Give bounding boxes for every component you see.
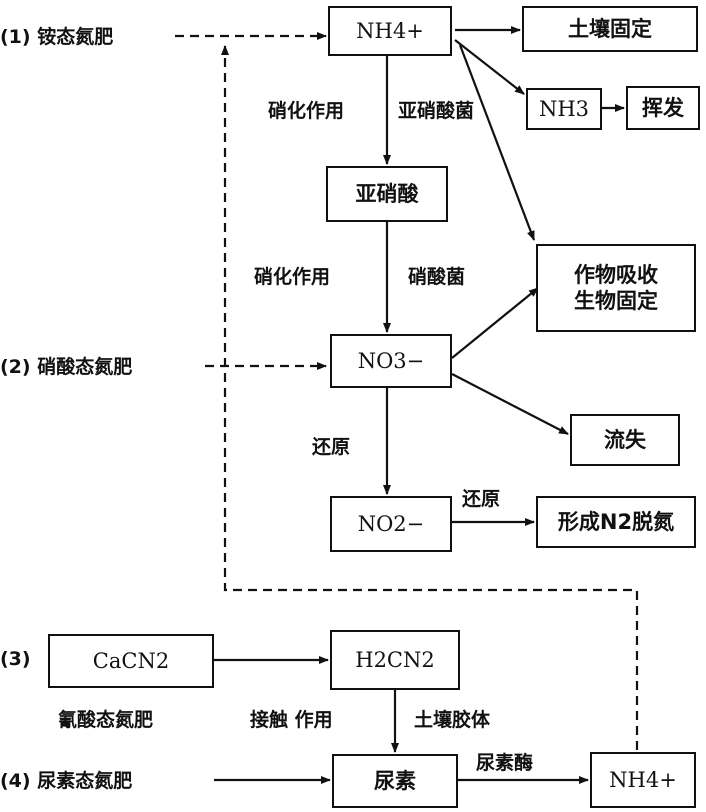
fertilizer-3-number: (3): [0, 648, 31, 670]
node-nh4-bottom: NH4+: [590, 752, 696, 808]
node-urea: 尿素: [332, 754, 458, 808]
node-nitrous-acid: 亚硝酸: [326, 166, 448, 222]
node-nh4-top: NH4+: [328, 6, 452, 56]
label-contact-action: 接触 作用: [250, 709, 333, 731]
label-urease: 尿素酶: [476, 752, 534, 774]
node-crop-uptake: 作物吸收 生物固定: [536, 244, 696, 332]
label-nitrification-1: 硝化作用: [268, 100, 345, 122]
crop-uptake-line2: 生物固定: [574, 289, 658, 313]
node-no2: NO2−: [330, 496, 452, 552]
node-loss: 流失: [570, 414, 680, 466]
node-soil-fixation: 土壤固定: [522, 6, 698, 52]
node-nh3: NH3: [526, 88, 602, 130]
label-reduction-2: 还原: [462, 488, 501, 510]
label-nitrification-2: 硝化作用: [254, 266, 331, 288]
fertilizer-2-label: (2) 硝酸态氮肥: [0, 356, 133, 378]
label-nitrite-bacteria: 亚硝酸菌: [398, 100, 475, 122]
arrow-no3-to-loss: [451, 373, 569, 435]
node-cacn2: CaCN2: [48, 634, 214, 688]
arrow-nh4-to-nh3: [454, 39, 525, 95]
node-h2cn2: H2CN2: [330, 630, 460, 690]
fertilizer-4-label: (4) 尿素态氮肥: [0, 770, 133, 792]
arrow-nh4-to-crop: [458, 44, 536, 241]
arrow-no3-to-crop: [451, 287, 539, 359]
crop-uptake-line1: 作物吸收: [574, 262, 658, 287]
node-volatilization: 挥发: [626, 86, 700, 130]
node-no3: NO3−: [330, 334, 452, 388]
label-reduction-1: 还原: [312, 436, 351, 458]
label-nitrate-bacteria: 硝酸菌: [408, 266, 466, 288]
fertilizer-3-label: 氰酸态氮肥: [58, 709, 154, 731]
label-soil-colloid: 土壤胶体: [414, 709, 491, 731]
node-denitrification: 形成N2脱氮: [536, 496, 696, 548]
fertilizer-1-label: (1) 铵态氮肥: [0, 26, 114, 48]
dashed-return-path: [221, 45, 639, 750]
